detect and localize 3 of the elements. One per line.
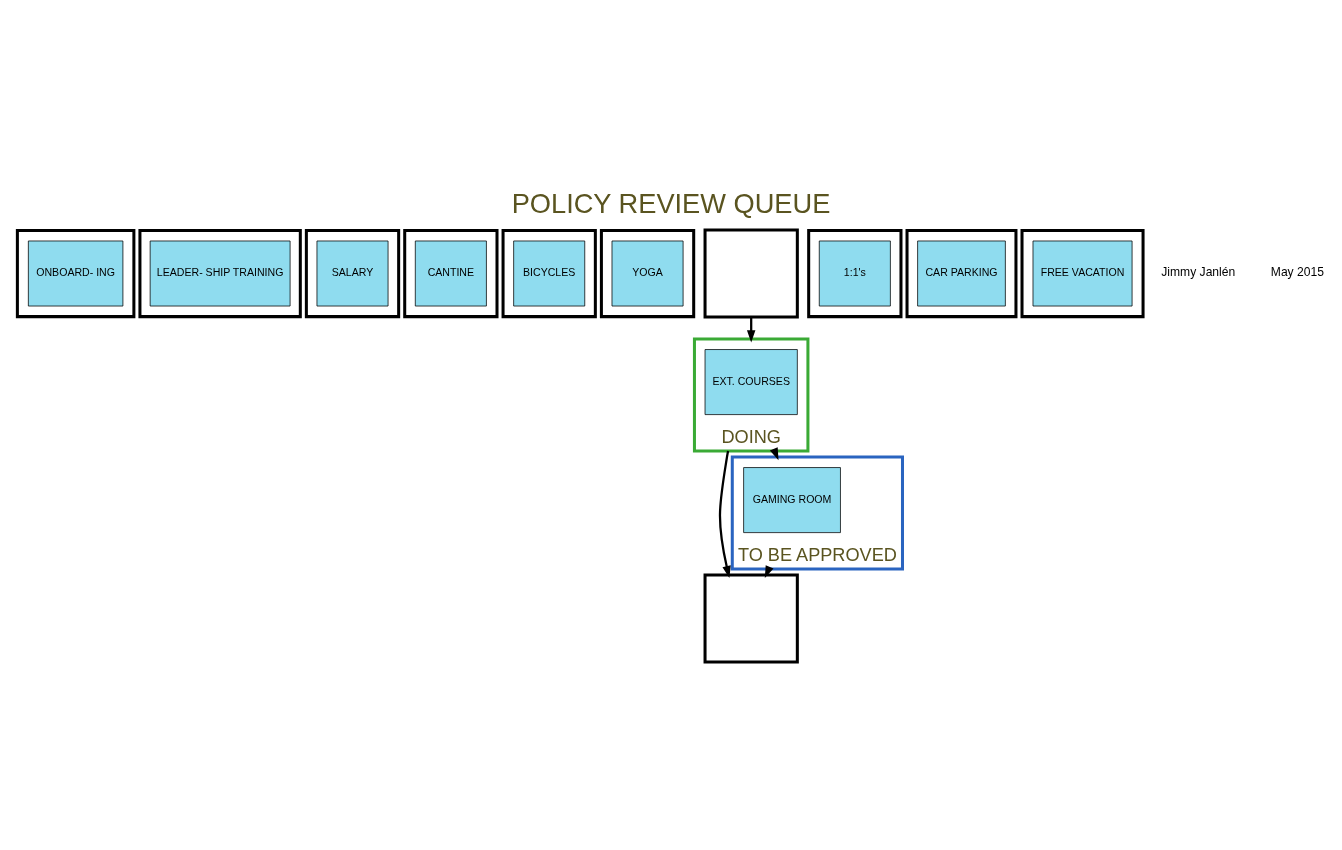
label: Jimmy Janlén <box>1161 265 1236 280</box>
label: May 2015 <box>1270 265 1324 280</box>
diagram-title: POLICY REVIEW QUEUE <box>511 187 831 219</box>
